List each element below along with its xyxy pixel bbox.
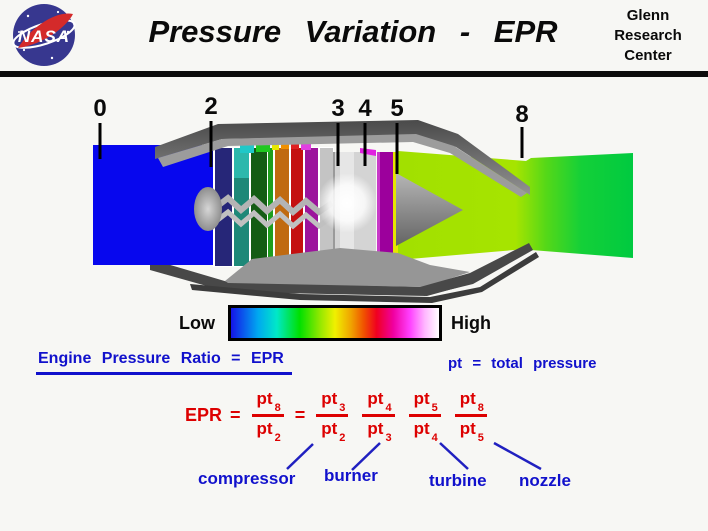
station-label-8: 8 [515, 101, 529, 128]
compressor-blades [213, 140, 334, 267]
station-label-3: 3 [331, 95, 345, 122]
connector-burner [351, 442, 381, 471]
label-turbine: turbine [429, 471, 487, 490]
header-divider [0, 71, 708, 77]
page-title: Pressure Variation - EPR [148, 14, 558, 49]
scale-low-label: Low [179, 313, 215, 333]
fraction-pt5-pt4: pt5 pt4 [408, 389, 441, 444]
org-line-2: Research [614, 26, 682, 44]
spinner-cone [194, 187, 222, 231]
station-label-4: 4 [358, 95, 372, 122]
connector-compressor [286, 443, 314, 470]
pt-definition: pt = total pressure [448, 355, 597, 372]
nasa-logo-swoosh [18, 13, 73, 48]
tail-cone [396, 173, 463, 246]
equals-sign: = [294, 405, 306, 426]
nozzle-lower-flap [420, 243, 533, 296]
station-ticks [98, 121, 524, 174]
turbine-section [377, 152, 398, 280]
label-burner: burner [324, 466, 378, 485]
station-label-0: 0 [93, 95, 107, 122]
epr-definition: Engine Pressure Ratio = EPR [36, 350, 292, 375]
component-connectors [286, 441, 542, 471]
station-label-5: 5 [390, 95, 404, 122]
connector-nozzle [493, 441, 542, 471]
nasa-logo: NASA [12, 4, 76, 66]
engine-lower-casing [225, 248, 470, 287]
pressure-color-scale [228, 305, 442, 341]
equals-sign: = [230, 405, 241, 426]
nasa-logo-text: NASA [18, 27, 70, 46]
fraction-pt8-pt2: pt8 pt2 [251, 389, 284, 444]
station-label-2: 2 [204, 93, 218, 120]
org-line-3: Center [624, 46, 672, 64]
scale-high-label: High [451, 313, 491, 333]
org-name: Glenn Research Center [594, 6, 702, 66]
fraction-pt8-pt5: pt8 pt5 [454, 389, 487, 444]
engine-nacelle-top [155, 120, 530, 195]
label-nozzle: nozzle [519, 471, 571, 490]
equation-lhs: EPR [185, 405, 223, 426]
label-compressor: compressor [198, 469, 296, 488]
fraction-pt3-pt2: pt3 pt2 [316, 389, 349, 444]
exhaust-plume [398, 151, 633, 260]
connector-turbine [439, 442, 469, 470]
org-line-1: Glenn [626, 7, 670, 24]
epr-equation: EPR = pt8 pt2 = pt3 pt2 pt4 pt3 pt5 pt4 … [181, 389, 494, 444]
fraction-pt4-pt3: pt4 pt3 [362, 389, 395, 444]
